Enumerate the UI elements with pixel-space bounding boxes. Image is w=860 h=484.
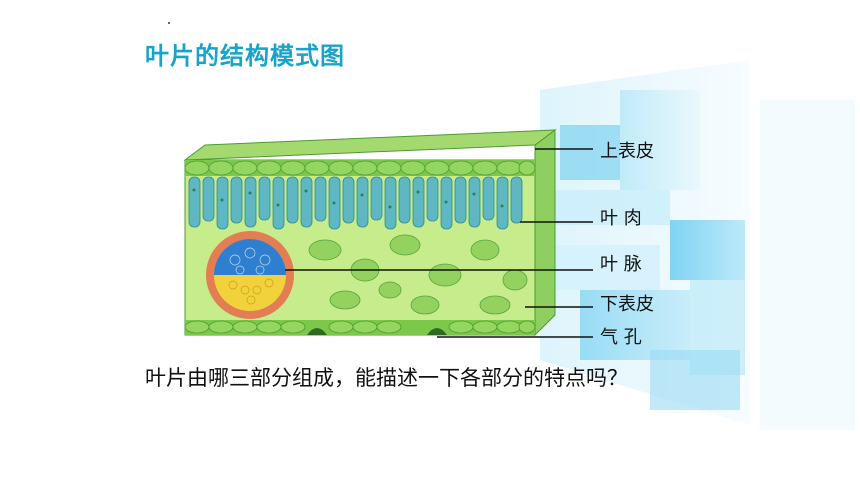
page-title: 叶片的结构模式图 [145, 42, 345, 70]
leaf-cross-section [183, 129, 593, 338]
label-stoma: 气 孔 [600, 327, 642, 348]
label-mesophyll: 叶 肉 [600, 208, 642, 229]
label-vein: 叶 脉 [600, 254, 642, 275]
label-lower-epidermis: 下表皮 [600, 294, 654, 315]
background-decoration [540, 60, 855, 430]
label-upper-epidermis: 上表皮 [600, 141, 654, 162]
question-text: 叶片由哪三部分组成，能描述一下各部分的特点吗？ [145, 366, 628, 390]
decorative-dot [168, 22, 170, 24]
